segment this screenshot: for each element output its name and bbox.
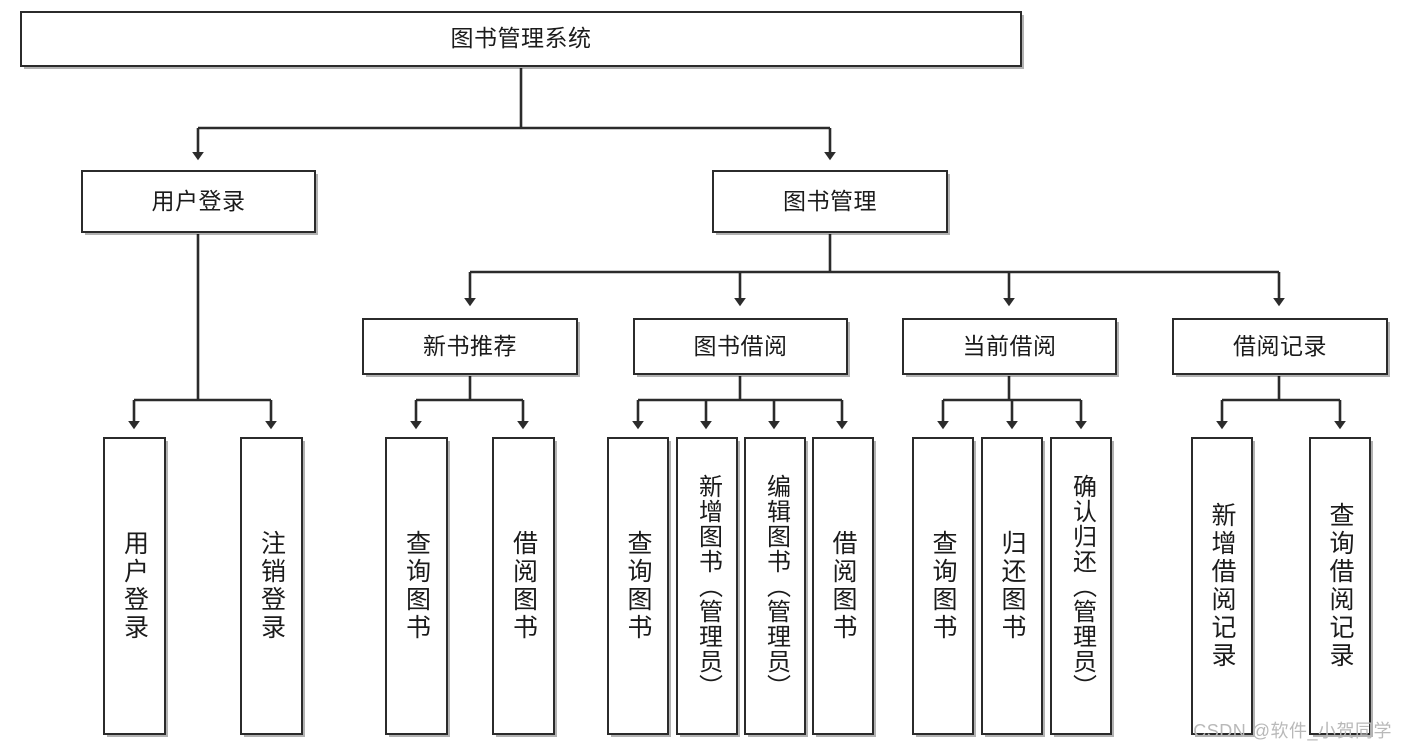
node-label: 借阅图书: [829, 530, 857, 642]
node-label: 借阅记录: [1233, 332, 1327, 359]
node-label: 用户登录: [120, 530, 149, 642]
node-label: 图书管理系统: [450, 25, 592, 52]
node-user-login[interactable]: 用户登录: [81, 170, 316, 233]
node-label: 图书管理: [783, 187, 877, 214]
watermark-text: CSDN @软件_小贺同学: [1193, 721, 1392, 741]
node-label: 查询图书: [929, 530, 957, 642]
leaf-edit-book-admin[interactable]: 编辑图书（管理员）: [744, 437, 806, 735]
node-label: 当前借阅: [962, 332, 1057, 359]
node-label: 用户登录: [151, 187, 246, 214]
node-borrow-records[interactable]: 借阅记录: [1172, 318, 1388, 375]
node-label: 新增借阅记录: [1208, 502, 1236, 670]
leaf-confirm-return-admin[interactable]: 确认归还（管理员）: [1050, 437, 1112, 735]
node-label: 归还图书: [998, 530, 1026, 642]
node-label: 查询图书: [624, 530, 652, 642]
leaf-query-book-borrow[interactable]: 查询图书: [607, 437, 669, 735]
leaf-user-login[interactable]: 用户登录: [103, 437, 166, 735]
node-label: 查询借阅记录: [1326, 502, 1354, 670]
leaf-borrow-book-borrow[interactable]: 借阅图书: [812, 437, 874, 735]
leaf-add-book-admin[interactable]: 新增图书（管理员）: [676, 437, 738, 735]
node-label: 新增图书（管理员）: [694, 473, 722, 699]
node-label: 查询图书: [402, 530, 431, 642]
node-new-book-recommend[interactable]: 新书推荐: [362, 318, 578, 375]
leaf-add-borrow-record[interactable]: 新增借阅记录: [1191, 437, 1253, 735]
node-current-borrow[interactable]: 当前借阅: [902, 318, 1117, 375]
node-label: 编辑图书（管理员）: [762, 473, 790, 699]
node-label: 注销登录: [257, 530, 286, 642]
leaf-return-book[interactable]: 归还图书: [981, 437, 1043, 735]
node-book-management[interactable]: 图书管理: [712, 170, 948, 233]
node-label: 确认归还（管理员）: [1068, 473, 1096, 699]
node-label: 借阅图书: [509, 530, 538, 642]
node-book-borrow[interactable]: 图书借阅: [633, 318, 848, 375]
leaf-query-borrow-record[interactable]: 查询借阅记录: [1309, 437, 1371, 735]
leaf-user-logout[interactable]: 注销登录: [240, 437, 303, 735]
node-label: 新书推荐: [423, 332, 517, 359]
node-root-system[interactable]: 图书管理系统: [20, 11, 1022, 67]
leaf-query-book-current[interactable]: 查询图书: [912, 437, 974, 735]
node-label: 图书借阅: [693, 332, 788, 359]
leaf-query-book-newbook[interactable]: 查询图书: [385, 437, 448, 735]
leaf-borrow-book-newbook[interactable]: 借阅图书: [492, 437, 555, 735]
